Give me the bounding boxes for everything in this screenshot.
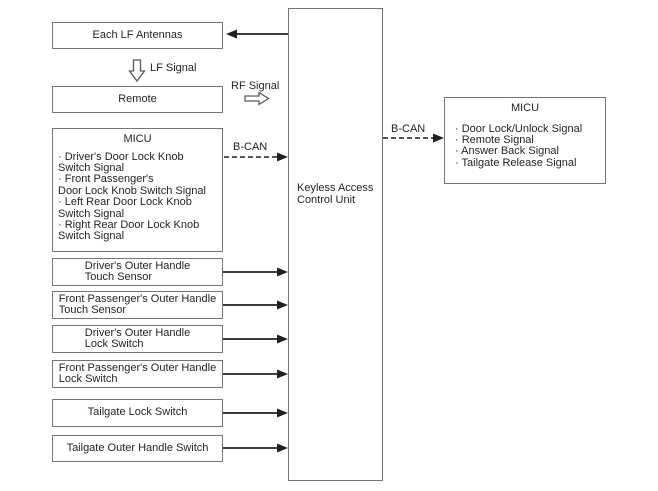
micu-left-signal-item: · Right Rear Door Lock Knob Switch Signa…	[58, 218, 200, 243]
micu-right-signal-item: · Remote Signal	[455, 133, 534, 146]
node-front-passenger-lock-switch-label: Front Passenger's Outer Handle Lock Swit…	[58, 361, 217, 385]
micu-right-signal-item: · Door Lock/Unlock Signal	[455, 122, 583, 135]
micu-right-signal-list: · Door Lock/Unlock Signal · Remote Signa…	[445, 122, 605, 170]
node-front-passenger-touch-sensor: Front Passenger's Outer Handle Touch Sen…	[52, 291, 223, 319]
micu-left-signal-list: · Driver's Door Lock Knob Switch Signal …	[53, 150, 222, 243]
micu-right-signal-item: · Answer Back Signal	[455, 145, 559, 158]
micu-left-title: MICU	[123, 133, 152, 145]
node-tailgate-lock-switch: Tailgate Lock Switch	[52, 399, 223, 427]
node-front-passenger-touch-sensor-label: Front Passenger's Outer Handle Touch Sen…	[58, 292, 217, 316]
node-each-lf-antennas: Each LF Antennas	[52, 22, 223, 49]
node-keyless-access-control-unit-label: Keyless Access Control Unit	[297, 182, 374, 206]
node-micu-left: MICU · Driver's Door Lock Knob Switch Si…	[52, 128, 223, 252]
arrow-driver-touch-sensor	[223, 267, 288, 277]
micu-right-title: MICU	[510, 102, 540, 114]
node-keyless-access-control-unit: Keyless Access Control Unit	[288, 8, 383, 481]
micu-left-signal-item: · Left Rear Door Lock Knob Switch Signal	[58, 196, 192, 220]
node-driver-touch-sensor-label: Driver's Outer Handle Touch Sensor	[84, 259, 191, 283]
micu-left-signal-item: · Driver's Door Lock Knob Switch Signal	[58, 150, 184, 174]
node-each-lf-antennas-label: Each LF Antennas	[92, 28, 183, 41]
node-driver-touch-sensor: Driver's Outer Handle Touch Sensor	[52, 258, 223, 286]
arrow-bcan-left	[224, 152, 288, 162]
lf-signal-label: LF Signal	[150, 62, 197, 74]
rf-signal-label: RF Signal	[231, 80, 280, 92]
node-micu-right: MICU · Door Lock/Unlock Signal · Remote …	[444, 97, 606, 184]
node-tailgate-lock-switch-label: Tailgate Lock Switch	[87, 406, 188, 419]
arrow-driver-lock-switch	[223, 334, 288, 344]
rf-signal-right-arrow-icon	[244, 91, 270, 106]
node-remote-label: Remote	[118, 92, 157, 105]
micu-left-signal-item: · Front Passenger's Door Lock Knob Switc…	[58, 173, 206, 197]
micu-right-signal-item: · Tailgate Release Signal	[455, 156, 577, 169]
node-tailgate-outer-handle-switch: Tailgate Outer Handle Switch	[52, 435, 223, 462]
node-driver-lock-switch: Driver's Outer Handle Lock Switch	[52, 325, 223, 353]
node-front-passenger-lock-switch: Front Passenger's Outer Handle Lock Swit…	[52, 360, 223, 388]
node-remote: Remote	[52, 86, 223, 113]
arrow-front-passenger-touch-sensor	[223, 300, 288, 310]
arrow-to-lf-antennas	[226, 29, 288, 39]
bcan-left-label: B-CAN	[233, 141, 268, 153]
arrow-tailgate-outer-handle-switch	[223, 443, 288, 453]
node-tailgate-outer-handle-switch-label: Tailgate Outer Handle Switch	[66, 441, 209, 454]
arrow-tailgate-lock-switch	[223, 408, 288, 418]
arrow-front-passenger-lock-switch	[223, 369, 288, 379]
lf-signal-down-arrow-icon	[128, 59, 146, 83]
node-driver-lock-switch-label: Driver's Outer Handle Lock Switch	[84, 326, 191, 350]
bcan-right-label: B-CAN	[391, 123, 426, 135]
